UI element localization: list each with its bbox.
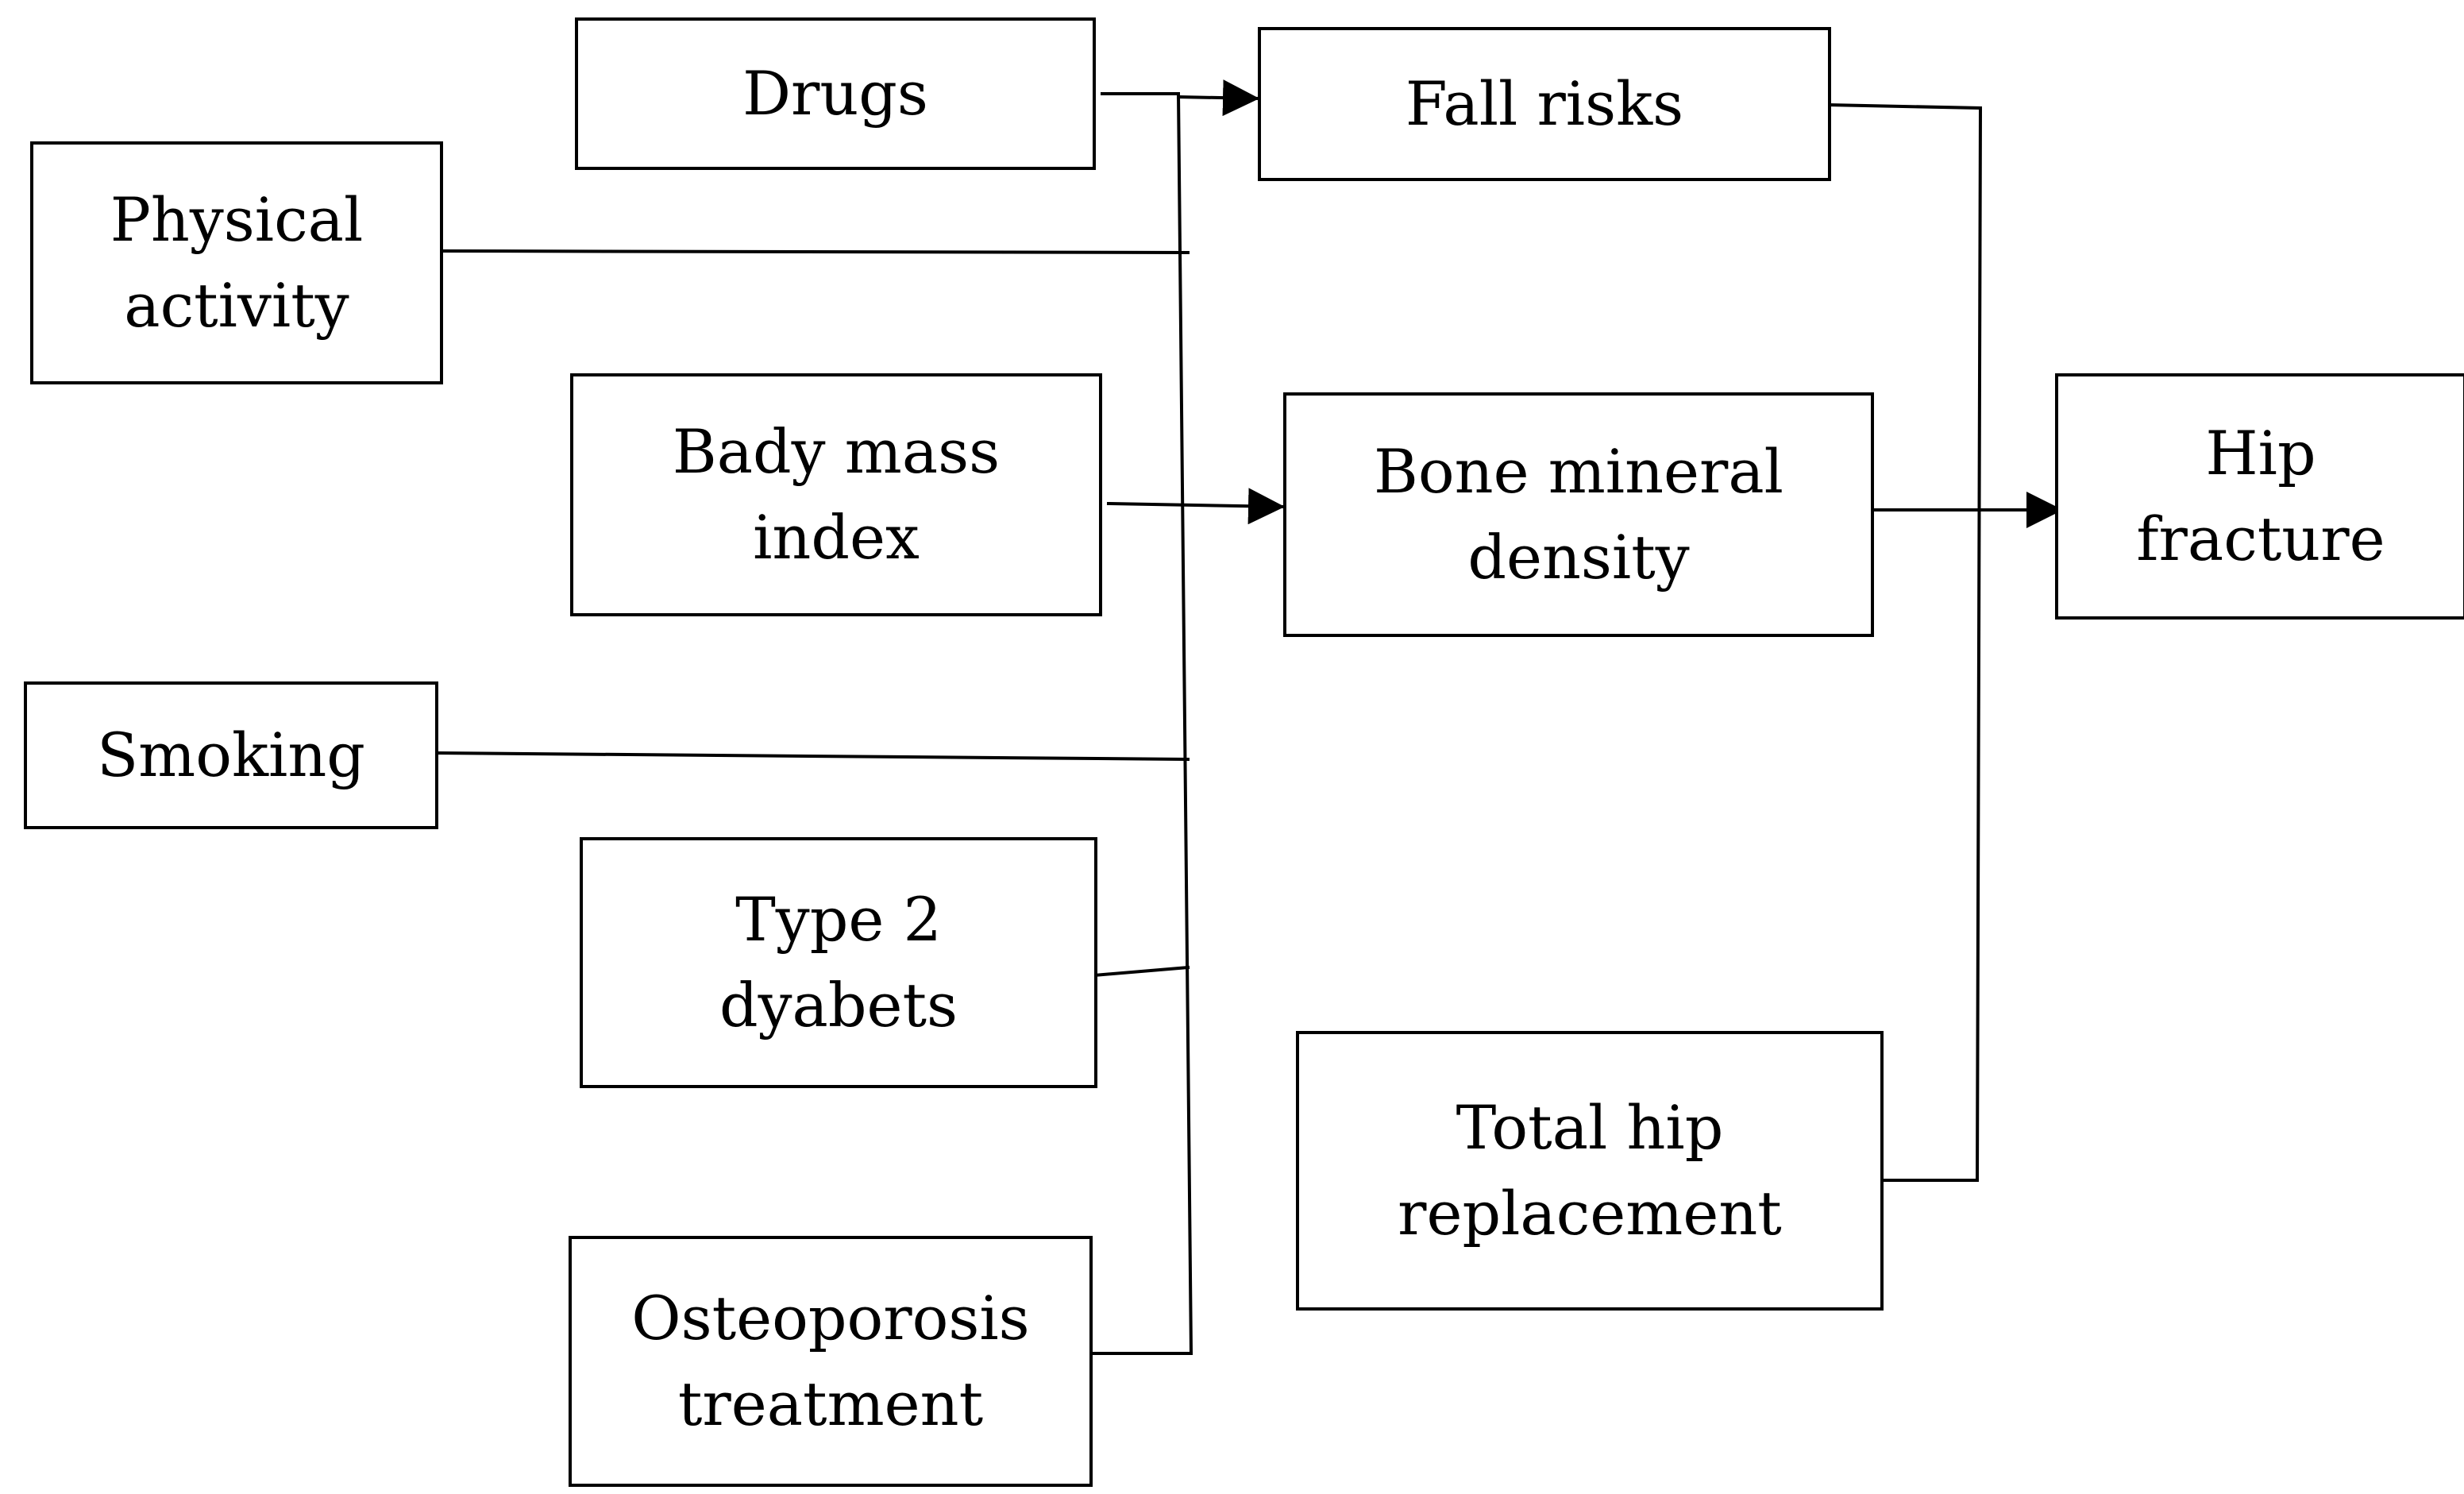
node-body-mass-index-label-line2: index [753,502,920,573]
node-total-hip-replacement-label-line1: Total hip [1456,1092,1724,1164]
node-fall-risks: Fall risks [1258,27,1831,181]
node-body-mass-index: Bady mass index [570,373,1102,616]
node-body-mass-index-label-line1: Bady mass [672,416,1001,488]
node-hip-fracture-label-line1: Hip [2205,418,2316,489]
edge-physical-activity [438,249,1190,255]
node-physical-activity-label-line2: activity [124,270,349,341]
node-physical-activity-label-line1: Physical [110,184,364,256]
left-collector-line [1176,91,1193,1356]
node-hip-fracture-label-line2: fracture [2136,504,2385,574]
node-smoking-label-line1: Smoking [97,720,365,791]
right-collector-line [1826,102,1983,1182]
arrow-to-fall-risks [1176,79,1260,117]
node-osteoporosis-treatment-label-line2: treatment [677,1369,984,1439]
node-total-hip-replacement-label-line2: replacement [1398,1178,1782,1249]
node-drugs-label-line1: Drugs [742,58,928,129]
node-physical-activity: Physical activity [30,141,443,384]
node-total-hip-replacement: Total hip replacement [1296,1031,1884,1311]
node-osteoporosis-treatment-label-line1: Osteoporosis [631,1283,1030,1354]
node-bone-mineral-density-label-line1: Bone mineral [1374,436,1783,508]
node-drugs: Drugs [575,17,1096,170]
node-fall-risks-label-line1: Fall risks [1405,68,1684,140]
node-type2-diabetes: Type 2 dyabets [580,837,1097,1088]
edge-type2-diabetes [1092,965,1190,978]
arrow-bmi-to-bmd [1106,488,1286,525]
node-hip-fracture: Hip fracture [2055,373,2464,620]
node-bone-mineral-density-label-line2: density [1467,522,1690,593]
node-type2-diabetes-label-line1: Type 2 [735,884,942,955]
node-type2-diabetes-label-line2: dyabets [719,970,958,1040]
node-osteoporosis-treatment: Osteoporosis treatment [569,1236,1093,1487]
node-smoking: Smoking [24,681,438,829]
edge-smoking [433,751,1190,762]
node-bone-mineral-density: Bone mineral density [1283,392,1874,637]
